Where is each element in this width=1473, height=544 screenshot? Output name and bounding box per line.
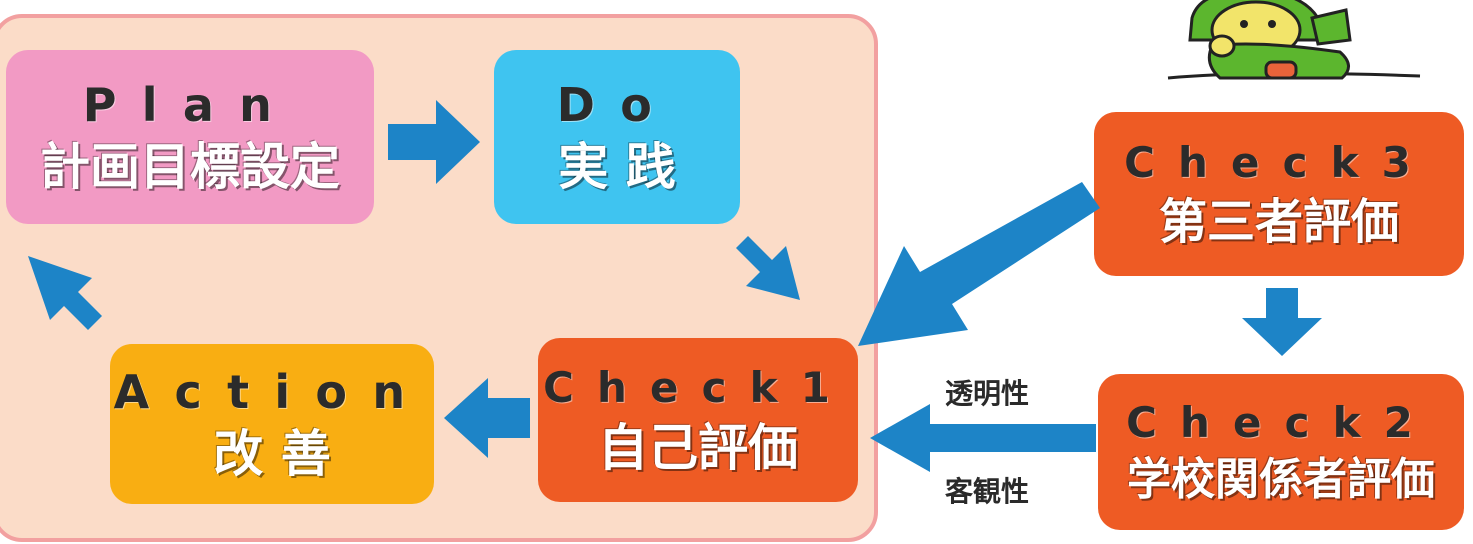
action-box: Action 改 善 [110, 344, 434, 504]
do-label: 実 践 [558, 138, 676, 196]
child-mascot-icon [1167, 0, 1421, 80]
plan-label: 計画目標設定 [40, 138, 340, 196]
action-label: 改 善 [213, 425, 331, 483]
arrow-check3-to-check2 [1242, 288, 1322, 356]
check3-box: Check3 第三者評価 [1094, 112, 1464, 276]
plan-box: Plan 計画目標設定 [6, 50, 374, 224]
check1-box: Check1 自己評価 [538, 338, 858, 502]
arrow-check3-to-check1 [858, 182, 1100, 346]
arrow-plan-to-do [388, 100, 480, 184]
do-box: Do 実 践 [494, 50, 740, 224]
arrow-do-to-check1 [736, 236, 800, 300]
do-title: Do [556, 78, 678, 132]
objectivity-note: 客観性 [945, 475, 1030, 508]
arrow-check2-to-check1 [870, 404, 1096, 472]
check3-label: 第三者評価 [1158, 194, 1399, 250]
check2-box: Check2 学校関係者評価 [1098, 374, 1464, 530]
check1-title: Check1 [543, 363, 853, 412]
plan-title: Plan [82, 78, 298, 132]
check1-label: 自己評価 [598, 419, 798, 477]
action-title: Action [113, 365, 431, 419]
arrow-check1-to-action [444, 378, 530, 458]
arrow-action-to-plan [28, 256, 102, 330]
transparency-note: 透明性 [945, 377, 1030, 410]
check2-title: Check2 [1126, 398, 1436, 447]
check2-label: 学校関係者評価 [1127, 454, 1435, 505]
check3-title: Check3 [1124, 138, 1434, 187]
